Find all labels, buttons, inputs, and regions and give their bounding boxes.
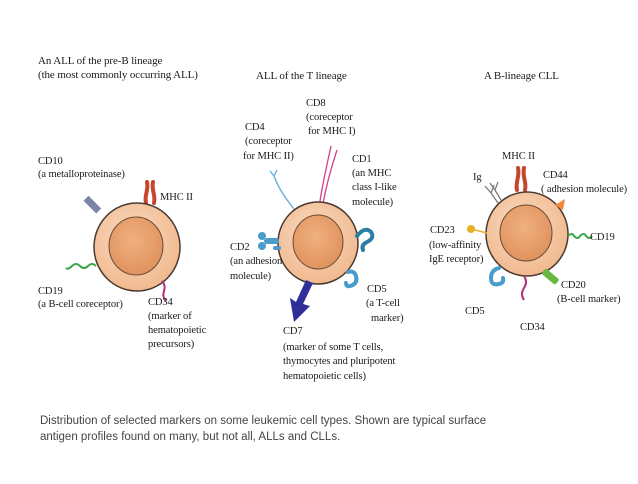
cd8-label: CD8 — [306, 98, 326, 109]
cd1-description-2: class I-like — [352, 182, 397, 193]
cd20-marker — [541, 268, 559, 285]
cd4-label: CD4 — [245, 122, 265, 133]
cd7-description-3: hematopoietic cells) — [283, 371, 366, 382]
mhc2-label: MHC II — [160, 192, 193, 203]
ig-marker — [484, 181, 502, 204]
cd5-label: CD5 — [367, 284, 387, 295]
panel-1-title-line-2: (the most commonly occurring ALL) — [38, 69, 198, 81]
cd23-marker — [467, 225, 488, 234]
cd19-label: CD19 — [590, 232, 615, 243]
cd7-description-2: thymocytes and pluripotent — [283, 356, 396, 367]
cd44-marker — [555, 199, 565, 210]
caption-line-1: Distribution of selected markers on some… — [40, 415, 487, 427]
cd4-description-2: for MHC II) — [243, 151, 294, 162]
cd2-label: CD2 — [230, 242, 250, 253]
cd2-description-1: (an adhesion — [230, 256, 283, 267]
cd34-marker — [161, 280, 167, 302]
cd2-description-2: molecule) — [230, 271, 272, 282]
cd23-description-1: (low-affinity — [429, 240, 482, 251]
cd5-marker — [344, 269, 359, 289]
cd5-label: CD5 — [465, 306, 485, 317]
panel-2-title: ALL of the T lineage — [256, 70, 347, 82]
cd5-description-2: marker) — [371, 313, 404, 324]
cell-b-cll — [467, 166, 593, 301]
cd7-label: CD7 — [283, 326, 303, 337]
ig-label: Ig — [473, 172, 482, 183]
caption-line-2: antigen profiles found on many, but not … — [40, 431, 341, 443]
cd5-marker — [488, 266, 506, 287]
cell-nucleus — [108, 216, 164, 276]
cd19-label: CD19 — [38, 286, 63, 297]
cd19-marker — [567, 233, 593, 239]
cd19-description: (a B-cell coreceptor) — [38, 299, 123, 310]
cd34-label: CD34 — [520, 322, 545, 333]
cd8-description-2: for MHC I) — [308, 126, 356, 137]
cd1-description-1: (an MHC — [352, 168, 392, 179]
cd4-marker — [269, 169, 298, 214]
cd7-marker — [290, 280, 313, 322]
cd7-description-1: (marker of some T cells, — [283, 342, 384, 353]
cd10-label: CD10 — [38, 156, 63, 167]
cell-pre-b-all — [65, 180, 181, 302]
panel-3-title: A B-lineage CLL — [484, 70, 559, 82]
cd23-description-2: IgE receptor) — [429, 254, 484, 265]
cd8-description-1: (coreceptor — [306, 112, 353, 123]
mhc2-marker — [514, 166, 528, 192]
cd34-description-3: precursors) — [148, 339, 195, 350]
cd34-marker — [521, 275, 527, 301]
cd44-label: CD44 — [543, 170, 568, 181]
cell-nucleus — [292, 214, 344, 270]
cd34-description-1: (marker of — [148, 311, 192, 322]
cd34-description-2: hematopoietic — [148, 325, 207, 336]
cd19-marker — [65, 263, 97, 270]
cell-t-all — [258, 145, 375, 322]
cd1-label: CD1 — [352, 154, 372, 165]
cd2-marker — [258, 232, 281, 250]
mhc2-marker — [143, 180, 157, 205]
cd44-description: ( adhesion molecule) — [541, 184, 628, 195]
cd1-marker — [355, 227, 375, 252]
cd10-marker — [83, 195, 102, 214]
cd34-label: CD34 — [148, 297, 173, 308]
figure-caption: Distribution of selected markers on some… — [40, 413, 610, 445]
cd20-label: CD20 — [561, 280, 586, 291]
cd10-description: (a metalloproteinase) — [38, 169, 125, 180]
mhc2-label: MHC II — [502, 151, 535, 162]
cell-nucleus — [499, 204, 553, 262]
cd8-marker — [318, 145, 338, 210]
cd4-description-1: (coreceptor — [245, 136, 292, 147]
cd1-description-3: molecule) — [352, 197, 394, 208]
cd5-description-1: (a T-cell — [366, 298, 400, 309]
cd20-description: (B-cell marker) — [557, 294, 621, 305]
panel-1-title-line-1: An ALL of the pre-B lineage — [38, 55, 163, 67]
cd23-label: CD23 — [430, 225, 455, 236]
